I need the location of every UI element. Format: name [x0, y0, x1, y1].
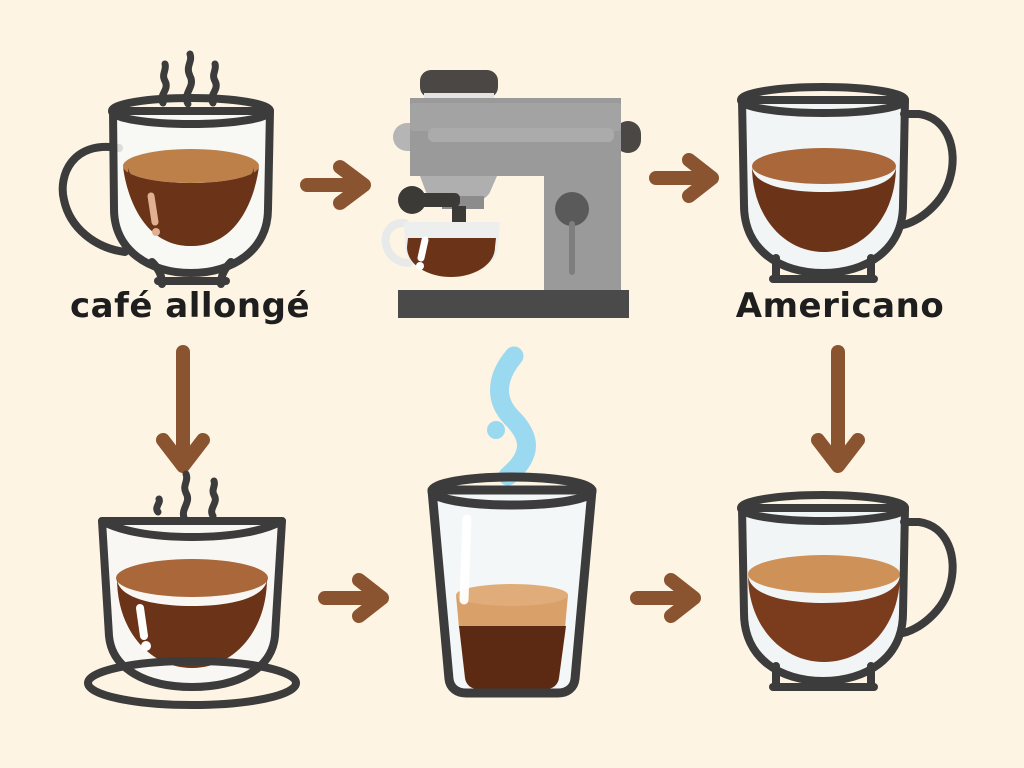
- small-cup-handle: [381, 219, 413, 267]
- shot-glass-crema-top: [456, 584, 568, 606]
- shot-glass-outline: [427, 485, 597, 698]
- americano-coffee-body: [752, 166, 896, 252]
- machine-arm-upper: [410, 103, 621, 131]
- label-americano: Americano: [735, 286, 945, 326]
- arrow-right-1: [300, 160, 371, 210]
- final-cup-outline: [738, 504, 909, 685]
- portafilter-knob: [398, 186, 426, 214]
- machine-stem: [569, 221, 575, 275]
- coffee-volume: [128, 166, 254, 246]
- saucer: [84, 657, 300, 709]
- machine-knob-icon: [555, 192, 589, 226]
- cup-rim: [108, 94, 274, 128]
- machine-arm-stripe: [428, 128, 614, 142]
- arrow-right-4: [630, 573, 701, 623]
- americano-cup: [737, 83, 957, 283]
- machine-column: [544, 176, 621, 296]
- shot-glass-espresso: [459, 626, 566, 689]
- saucer-cup-coffee: [117, 578, 267, 668]
- water-squiggle: [490, 346, 536, 486]
- final-cup-handle-right: [899, 518, 957, 637]
- steam-icon-2: [153, 470, 219, 524]
- shot-glass-rim: [427, 472, 597, 510]
- arrow-down-left: [156, 345, 210, 473]
- americano-crema: [752, 148, 896, 184]
- finished-americano-cup: [737, 491, 957, 691]
- hot-water-pour-icon: [487, 346, 536, 486]
- saucer-cup-rim: [98, 517, 286, 542]
- cup-outline: [109, 107, 274, 277]
- saucer-cup-outline: [98, 517, 286, 691]
- americano-cup-rim: [737, 83, 909, 117]
- machine-top-cap: [420, 70, 498, 98]
- final-cup-crema: [748, 555, 900, 593]
- final-cup-coffee: [748, 574, 900, 662]
- small-cup-highlight: [417, 236, 429, 262]
- shot-glass-highlight: [459, 514, 472, 605]
- saucer-cup-highlight-dot: [141, 641, 151, 651]
- small-cup-coffee: [407, 238, 496, 277]
- machine-right-knob: [615, 121, 641, 153]
- saucer-cup-crema: [116, 559, 268, 597]
- cafe-allonge-cup: [58, 50, 274, 288]
- machine-base: [398, 290, 629, 318]
- coffee-highlight-dot: [152, 228, 160, 236]
- espresso-machine: [381, 70, 641, 318]
- arrow-down-right: [811, 345, 865, 473]
- long-coffee-cup-on-saucer: [84, 470, 300, 709]
- cup-handle-left: [58, 142, 129, 256]
- arrow-right-2: [649, 153, 719, 203]
- coffee-crema: [123, 149, 259, 183]
- water-droplet: [487, 421, 505, 439]
- coffee-highlight: [147, 192, 159, 226]
- cup-handle-right: [899, 110, 957, 229]
- machine-small-cup: [381, 219, 500, 277]
- small-cup-highlight-dot: [416, 262, 424, 270]
- espresso-shot-glass: [427, 472, 597, 698]
- americano-cup-outline: [738, 96, 909, 277]
- arrow-right-3: [318, 573, 389, 623]
- label-cafe-allonge: café allongé: [70, 286, 310, 326]
- saucer-cup-highlight: [136, 604, 148, 640]
- final-cup-rim: [737, 491, 909, 525]
